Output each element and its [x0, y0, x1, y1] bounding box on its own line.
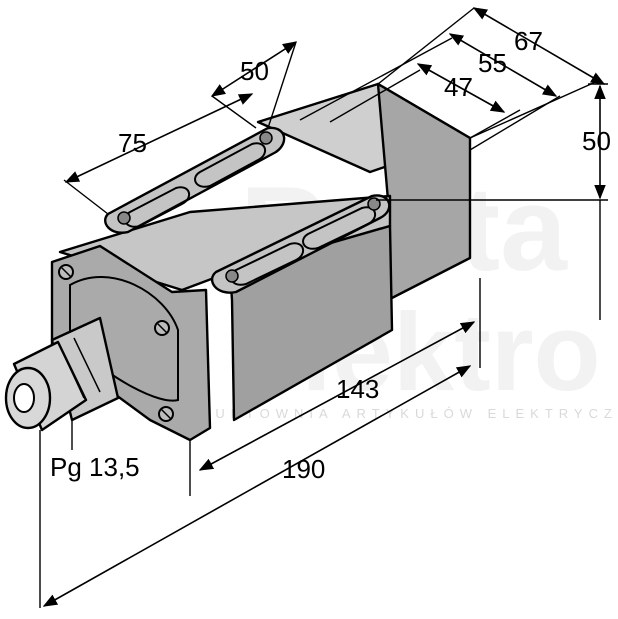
- dim-190: 190: [282, 454, 325, 484]
- mounting-strip-front: [210, 194, 391, 294]
- dim-55: 55: [478, 48, 507, 78]
- watermark-line3: HURTOWNIA ARTYKUŁÓW ELEKTRYCZNYCH: [200, 406, 618, 421]
- dimension-lines: [39, 7, 608, 608]
- dim-75: 75: [118, 128, 147, 158]
- rear-box-side: [376, 82, 472, 302]
- dim-50-top: 50: [240, 56, 269, 86]
- dim-50-side: 50: [582, 126, 611, 156]
- dim-47: 47: [444, 72, 473, 102]
- dim-143: 143: [336, 374, 379, 404]
- dim-67: 67: [514, 26, 543, 56]
- thread-label: Pg 13,5: [50, 452, 140, 482]
- cable-gland: [4, 316, 120, 432]
- sensor-housing: [4, 82, 472, 442]
